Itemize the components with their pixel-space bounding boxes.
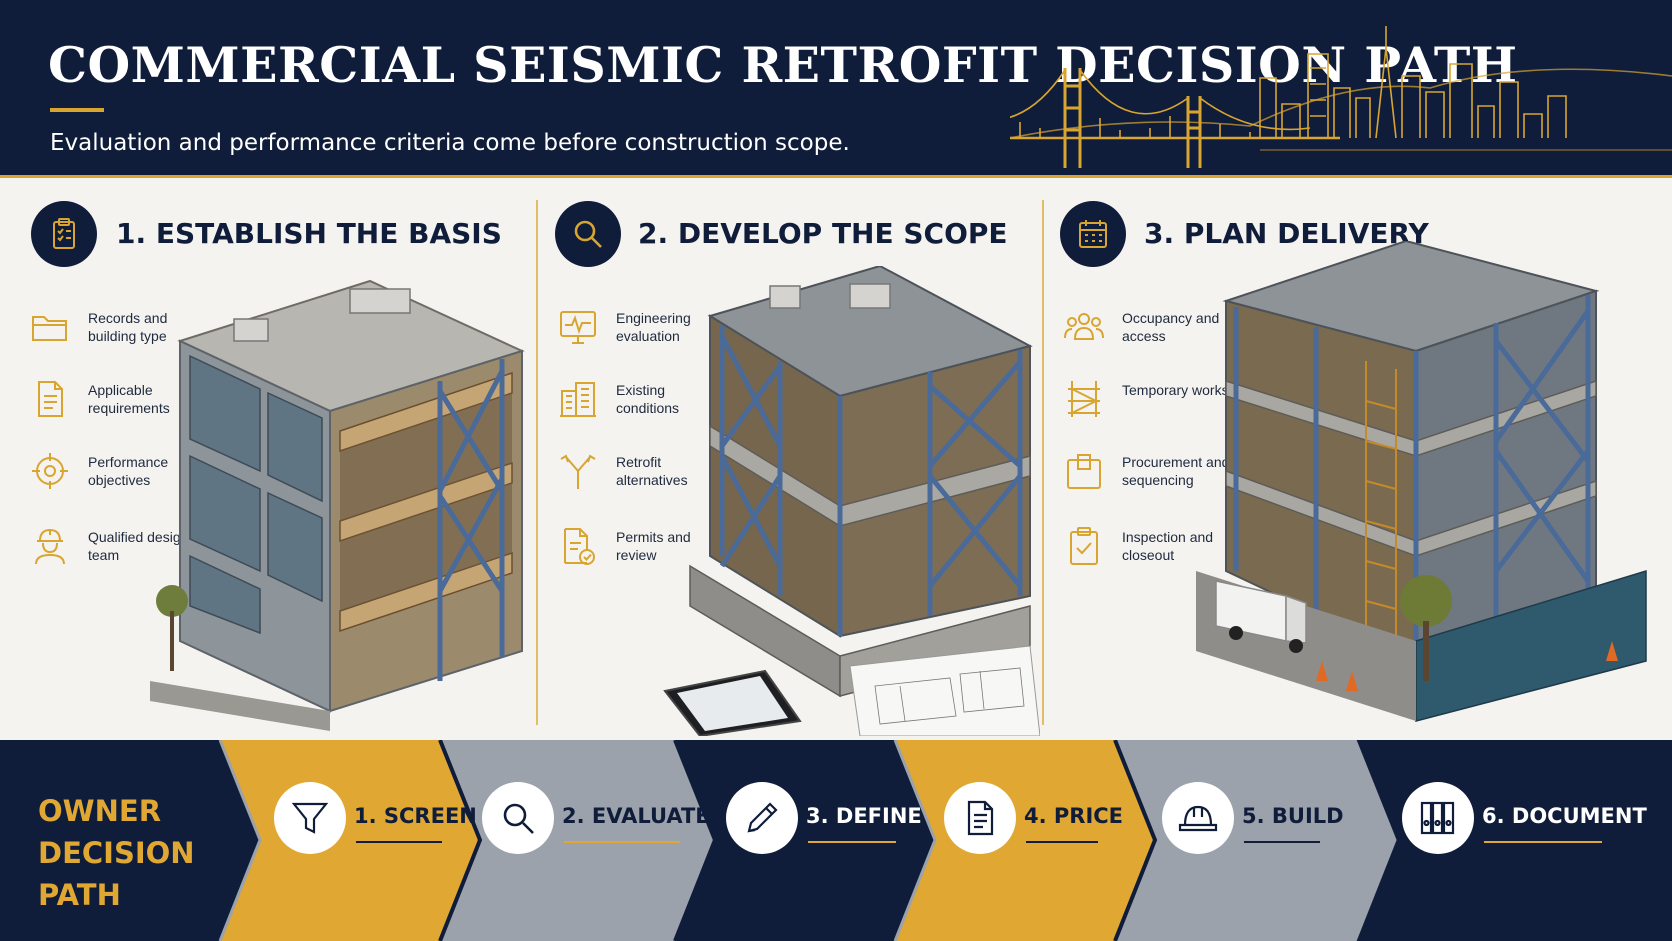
item-label: Procurement and sequencing bbox=[1122, 454, 1230, 488]
list-item: Procurement and sequencing bbox=[1064, 449, 1229, 493]
step-label: 5. BUILD bbox=[1242, 804, 1344, 828]
clipboard-check-icon bbox=[1070, 527, 1098, 565]
panel-divider bbox=[1042, 200, 1044, 725]
people-group-icon bbox=[1064, 313, 1104, 340]
panel-heading: 3. PLAN DELIVERY bbox=[1144, 217, 1429, 250]
page-subtitle: Evaluation and performance criteria come… bbox=[50, 130, 850, 156]
step-label: 4. PRICE bbox=[1024, 804, 1124, 828]
step-underline bbox=[1026, 841, 1098, 843]
item-label: Performance objectives bbox=[88, 454, 169, 488]
panel-heading: 2. DEVELOP THE SCOPE bbox=[638, 217, 1008, 250]
building-illustration-construction bbox=[1196, 241, 1647, 722]
header-banner: COMMERCIAL SEISMIC RETROFIT DECISION PAT… bbox=[0, 0, 1672, 178]
list-item: Existing conditions bbox=[558, 377, 708, 421]
branching-arrows-icon bbox=[560, 454, 596, 489]
owner-decision-path: OWNER DECISION PATH 1. SCREEN 2. EVALUAT… bbox=[0, 740, 1672, 941]
calendar-icon bbox=[1060, 201, 1126, 267]
step-underline bbox=[356, 841, 442, 843]
monitor-chart-icon bbox=[560, 311, 596, 344]
package-icon bbox=[1067, 454, 1101, 489]
binders-icon bbox=[1402, 782, 1474, 854]
item-label: Qualified design team bbox=[88, 529, 189, 563]
item-label: Occupancy and access bbox=[1122, 310, 1220, 344]
list-item: Inspection and closeout bbox=[1064, 524, 1214, 568]
magnifier-icon bbox=[555, 201, 621, 267]
document-icon bbox=[38, 381, 63, 417]
list-item: Performance objectives bbox=[30, 449, 180, 493]
panel-heading: 1. ESTABLISH THE BASIS bbox=[116, 217, 502, 250]
document-check-icon bbox=[564, 528, 595, 565]
item-label: Retrofit alternatives bbox=[616, 454, 688, 488]
item-label: Temporary works bbox=[1122, 382, 1229, 398]
step-label: 1. SCREEN bbox=[354, 804, 477, 828]
item-label: Existing conditions bbox=[616, 382, 680, 416]
item-label: Permits and review bbox=[616, 529, 691, 563]
building-illustration-existing bbox=[150, 279, 525, 731]
list-item: Records and building type bbox=[30, 305, 180, 349]
panel-plan-delivery: 3. PLAN DELIVERY Occupancy and access Te… bbox=[1046, 181, 1672, 741]
hardhat-icon bbox=[1162, 782, 1234, 854]
clipboard-checklist-icon bbox=[31, 201, 97, 267]
building-illustration-evaluation bbox=[663, 266, 1040, 736]
step-label: 2. EVALUATE bbox=[562, 804, 710, 828]
building-icon bbox=[560, 382, 596, 417]
folder-icon bbox=[32, 316, 67, 341]
step-underline bbox=[564, 841, 680, 843]
step-underline bbox=[1244, 841, 1320, 843]
pencil-icon bbox=[726, 782, 798, 854]
list-item: Retrofit alternatives bbox=[558, 449, 708, 493]
list-item: Temporary works bbox=[1064, 377, 1229, 421]
panel-establish-basis: 1. ESTABLISH THE BASIS Records and build… bbox=[0, 181, 536, 741]
panel-develop-scope: 2. DEVELOP THE SCOPE Engineering evaluat… bbox=[540, 181, 1040, 741]
list-item: Engineering evaluation bbox=[558, 305, 708, 349]
scaffold-icon bbox=[1068, 381, 1100, 417]
decision-path-label: OWNER DECISION PATH bbox=[38, 794, 195, 912]
magnifier-icon bbox=[482, 782, 554, 854]
panel-divider bbox=[536, 200, 538, 725]
list-item: Permits and review bbox=[558, 524, 708, 568]
item-label: Inspection and closeout bbox=[1122, 529, 1214, 563]
step-label: 3. DEFINE bbox=[806, 804, 922, 828]
city-skyline-illustration bbox=[1010, 26, 1672, 168]
list-item: Occupancy and access bbox=[1064, 305, 1219, 349]
page-title: COMMERCIAL SEISMIC RETROFIT DECISION PAT… bbox=[48, 36, 1518, 94]
title-underline bbox=[50, 108, 104, 112]
engineer-hardhat-icon bbox=[35, 528, 65, 565]
list-item: Applicable requirements bbox=[30, 377, 180, 421]
item-label: Engineering evaluation bbox=[616, 310, 691, 344]
list-item: Qualified design team bbox=[30, 524, 188, 568]
document-icon bbox=[944, 782, 1016, 854]
step-label: 6. DOCUMENT bbox=[1482, 804, 1647, 828]
target-icon bbox=[32, 453, 68, 489]
step-underline bbox=[1484, 841, 1602, 843]
item-label: Records and building type bbox=[88, 310, 168, 344]
step-underline bbox=[808, 841, 896, 843]
item-label: Applicable requirements bbox=[88, 382, 170, 416]
funnel-icon bbox=[274, 782, 346, 854]
